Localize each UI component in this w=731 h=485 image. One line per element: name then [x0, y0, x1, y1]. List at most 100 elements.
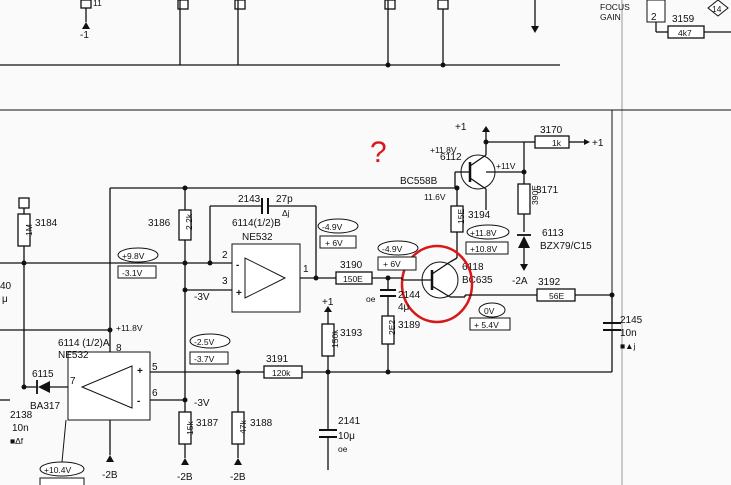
r3192: 3192 56E — [536, 277, 576, 302]
c2144: 2144 4μ oe — [366, 278, 421, 313]
v-plus10-4: +10.4V — [44, 465, 72, 475]
top-resistor-3 — [384, 0, 396, 10]
r3192-value: 56E — [549, 291, 564, 301]
rail-minus2a: -2A — [512, 276, 528, 287]
voltage-tags-q6118: -4.9V + 6V +11.8V +10.8V 0V + 5.4V — [377, 224, 511, 331]
c2143: 2143 27p Δj — [209, 194, 317, 278]
left-cut-ref: 40 — [0, 281, 12, 292]
c2144-ref: 2144 — [398, 290, 421, 301]
focus-label: FOCUS — [600, 2, 630, 12]
ic-6114a-opamp: 6114 (1/2)A NE532 8 7 5 6 + - — [58, 338, 158, 421]
r3187: 15k 3187 -2B — [177, 411, 219, 483]
v-minus4-9: -4.9V — [382, 244, 403, 254]
r3170-value: 1k — [552, 138, 562, 148]
c2138-value: 10n — [12, 423, 29, 434]
rail-plus11-8: +11.8V — [430, 145, 457, 155]
ic-b-minus: - — [236, 260, 239, 271]
c2143-note: Δj — [282, 208, 290, 218]
r3193-value: 150k — [330, 329, 340, 348]
rail-plus1-right: +1 — [592, 138, 604, 149]
rail-plus1-top: +1 — [455, 122, 467, 133]
r3188: 47k 3188 -2B — [230, 411, 273, 483]
r3192-ref: 3192 — [538, 277, 561, 288]
ic-a-pin7: 7 — [70, 376, 76, 387]
c2138-note: ■Δf — [10, 436, 24, 446]
r3170: 3170 1k +1 — [524, 125, 604, 149]
r3159-value: 4k7 — [678, 28, 692, 38]
ic-b-pin1: 1 — [303, 264, 309, 275]
q6112-transistor: 6112 BC558B — [400, 130, 496, 210]
c2141-ref: 2141 — [338, 416, 361, 427]
v-plus10-8: +10.8V — [470, 244, 498, 254]
q6118-type: BC635 — [462, 275, 493, 286]
c2141-note: oe — [338, 444, 348, 454]
ic-a-pin8: 8 — [116, 343, 122, 354]
top-strip: 11 -1 FOCUS GAIN 2 3159 4k7 14 — [0, 0, 731, 68]
node-11-6v: 11.6V — [424, 192, 446, 202]
c2145-ref: 2145 — [620, 315, 643, 326]
r3184: 1M 3184 — [17, 197, 58, 263]
ic-a-minus: - — [137, 396, 140, 407]
ic-a-pin6: 6 — [152, 388, 158, 399]
c2141-value: 10μ — [338, 431, 355, 442]
d6115-ref: 6115 — [32, 369, 54, 380]
red-circle-annotation — [400, 244, 474, 324]
r3187-ref: 3187 — [196, 418, 219, 429]
r3184-value: 1M — [24, 224, 34, 236]
rail-minus2b-left: -2B — [102, 470, 118, 481]
net-label-minus1: -1 — [80, 30, 89, 41]
r3194-ref: 3194 — [468, 210, 491, 221]
rail-minus3v: -3V — [194, 292, 210, 303]
rail-plus11-8-left: +11.8V — [116, 323, 143, 333]
d6113-zener: 6113 BZX79/C15 -2A — [512, 228, 592, 287]
rail-minus3v-b: -3V — [194, 398, 210, 409]
r3190: 3190 150E — [335, 260, 402, 285]
rail-plus1-r3193: +1 — [322, 297, 334, 308]
r3190-value: 150E — [343, 274, 363, 284]
left-cut-value: μ — [2, 294, 8, 305]
r3159-ref: 3159 — [672, 14, 695, 25]
q6112-type: BC558B — [400, 176, 438, 187]
r3193: +1 150k 3193 — [321, 297, 363, 430]
top-resistor-1 — [177, 0, 189, 10]
q6118-transistor: 6118 BC635 — [402, 257, 493, 299]
r3186-ref: 3186 — [148, 218, 171, 229]
r3194-value: 15E — [456, 209, 466, 224]
ic-b-plus: + — [236, 288, 242, 299]
q6118-ref: 6118 — [462, 262, 484, 273]
v-0: 0V — [484, 306, 495, 316]
top-resistor-2 — [234, 0, 246, 10]
r3194: 15E 3194 — [450, 188, 491, 258]
c2145-value: 10n — [620, 328, 637, 339]
q6112-ref: 6112 — [440, 152, 462, 163]
v-minus4-9-top: -4.9V — [322, 222, 343, 232]
r3191: 3191 120k — [150, 354, 328, 379]
r3191-ref: 3191 — [266, 354, 289, 365]
d6113-type: BZX79/C15 — [540, 241, 592, 252]
c2144-note: oe — [366, 294, 376, 304]
v-minus2-5: -2.5V — [194, 337, 215, 347]
r3171-value: 390E — [530, 185, 540, 205]
r3187-value: 15k — [185, 421, 195, 435]
page-ref-14: 14 — [712, 4, 722, 14]
red-question-mark: ? — [370, 136, 387, 169]
v-plus5-4: + 5.4V — [474, 320, 499, 330]
ic-a-ref: 6114 (1/2)A — [58, 338, 110, 349]
r3188-value: 47k — [238, 420, 248, 434]
c2145-note: ■▲j — [620, 341, 636, 351]
ic-a-type: NE532 — [58, 350, 89, 361]
c2143-value: 27p — [276, 194, 293, 205]
v-plus6-top: + 6V — [325, 238, 343, 248]
v-minus3-7: -3.7V — [194, 354, 215, 364]
r3191-value: 120k — [272, 368, 291, 378]
c2138-ref: 2138 — [10, 410, 33, 421]
r3184-ref: 3184 — [35, 218, 58, 229]
r3190-ref: 3190 — [340, 260, 363, 271]
r3186-value: 2.2k — [184, 213, 194, 230]
r3193-ref: 3193 — [340, 328, 363, 339]
c2144-value: 4μ — [398, 302, 410, 313]
r3188-ref: 3188 — [250, 418, 273, 429]
r3171-ref: 3171 — [536, 185, 559, 196]
v-minus3-1: -3.1V — [122, 268, 143, 278]
